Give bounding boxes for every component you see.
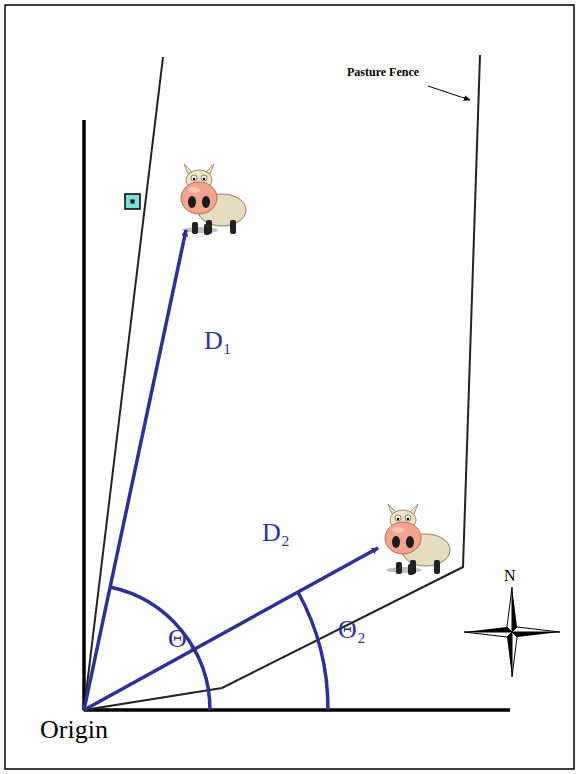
origin-label: Origin bbox=[40, 717, 108, 743]
y-axis bbox=[82, 120, 86, 710]
marker-dot bbox=[131, 200, 135, 204]
angle-arc bbox=[110, 587, 210, 710]
cow bbox=[181, 164, 246, 235]
angle-arc bbox=[298, 592, 328, 710]
vector-label: D₂ bbox=[262, 520, 290, 546]
x-axis bbox=[84, 708, 510, 712]
compass-label: N bbox=[504, 568, 516, 584]
vector-d2 bbox=[84, 548, 378, 710]
cow bbox=[385, 504, 450, 575]
angle-label: Θ₂ bbox=[338, 617, 366, 643]
frame bbox=[5, 5, 574, 769]
angle-label: Θ₁ bbox=[168, 626, 196, 652]
fence-label: Pasture Fence bbox=[347, 66, 419, 78]
leader-arrow bbox=[428, 86, 470, 100]
marker-square bbox=[125, 194, 140, 209]
compass-rose bbox=[464, 587, 560, 677]
fence-line bbox=[84, 55, 480, 710]
vector-label: D₁ bbox=[204, 328, 232, 354]
